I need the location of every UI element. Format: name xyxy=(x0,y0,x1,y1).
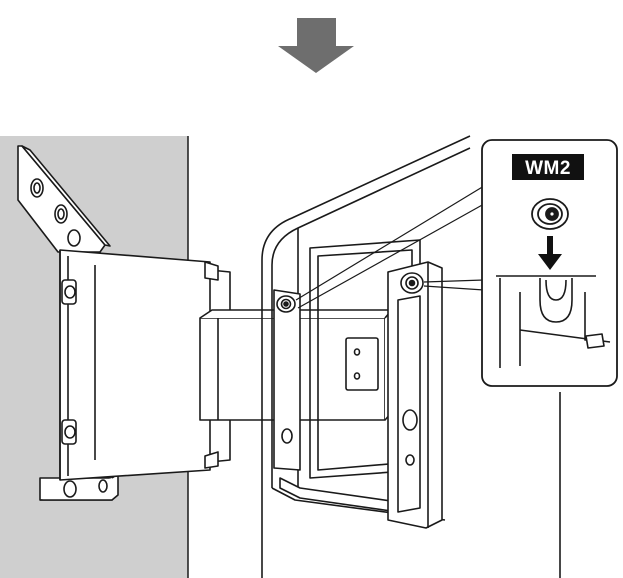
wm2-screw-upper-right xyxy=(400,272,424,294)
part-label-wm2: WM2 xyxy=(512,154,584,180)
detail-callout: WM2 xyxy=(481,139,618,387)
wall-plate-bottom-bracket xyxy=(39,473,119,501)
tv-mount-rail xyxy=(387,261,443,529)
step-arrow-down-icon xyxy=(278,18,354,73)
wm2-screw-upper-left xyxy=(276,295,296,313)
part-label-text: WM2 xyxy=(525,158,571,179)
wall-plate xyxy=(59,249,231,481)
insert-arrow-down-icon xyxy=(538,236,562,270)
wm2-screw-detail xyxy=(531,198,569,230)
callout-lines xyxy=(295,185,485,309)
bracket-slot-detail xyxy=(496,275,611,368)
wall-plate-top-bracket xyxy=(17,145,111,253)
